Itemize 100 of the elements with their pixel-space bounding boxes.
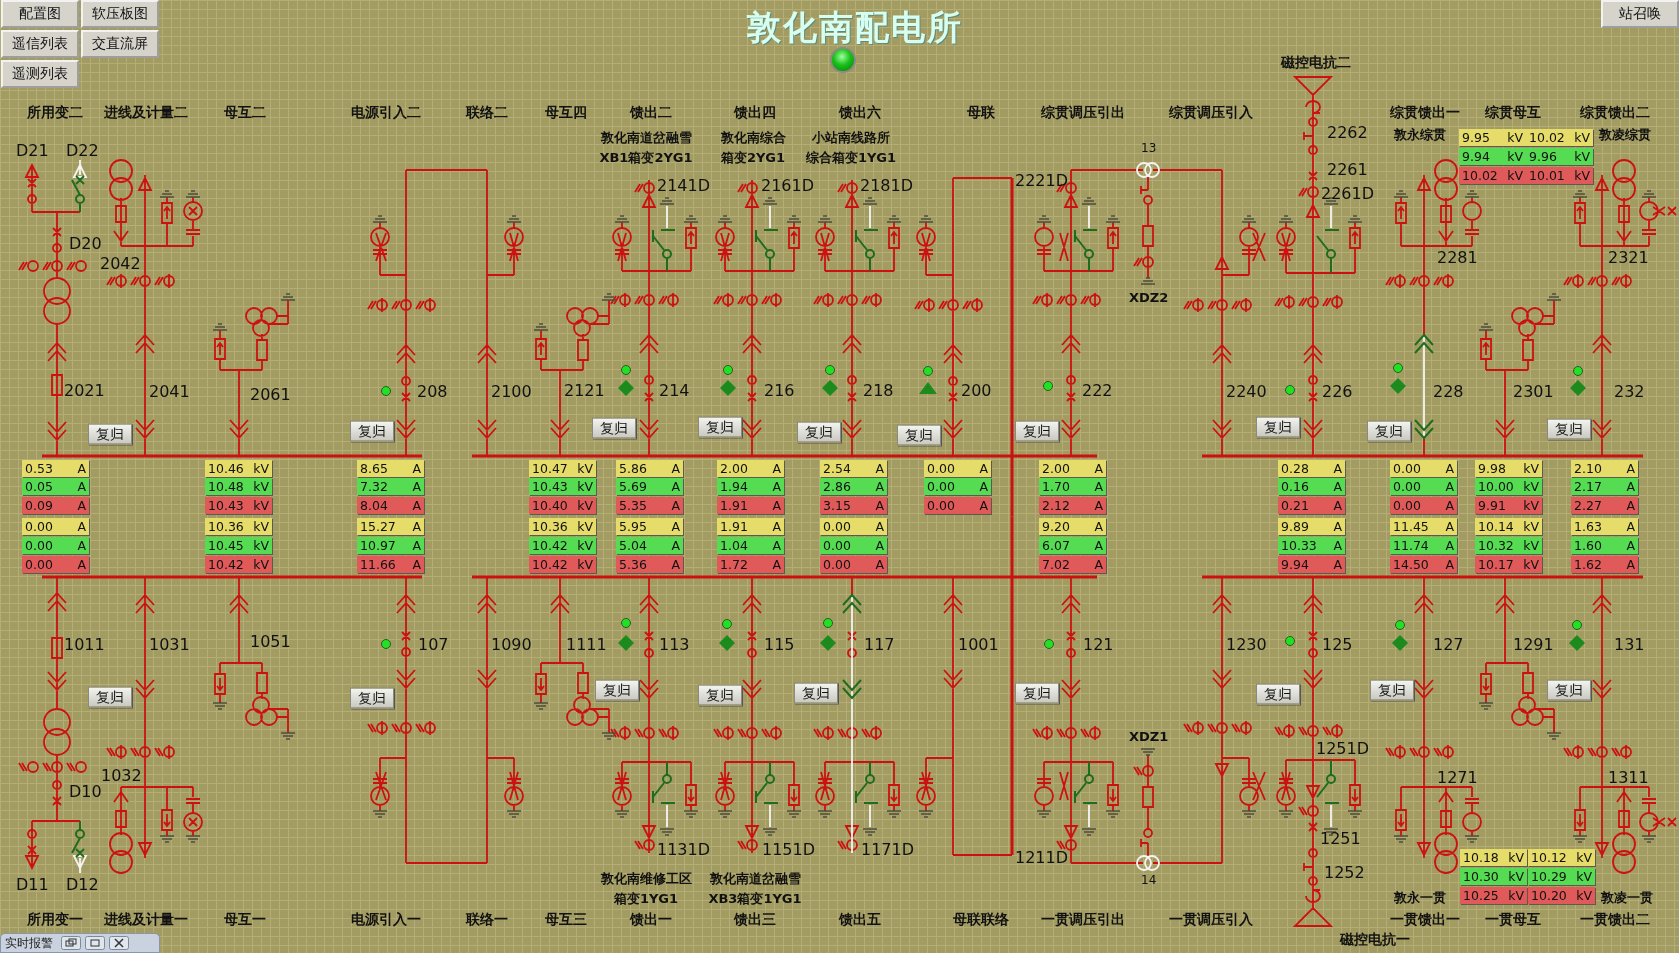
measurement-value: 0.28 A (1278, 460, 1345, 477)
device-number: 107 (418, 634, 449, 654)
feeder-name: 箱变1YG1 (613, 890, 679, 908)
device-number: 1211D (1015, 847, 1069, 867)
measurement-value: 8.04 A (357, 497, 424, 514)
device-number: 2041 (149, 381, 190, 401)
reset-button: 复归 (797, 421, 841, 443)
reset-button: 复归 (1256, 416, 1300, 438)
measurement-value: 10.30 kV (1460, 868, 1527, 885)
window-title: 实时报警 (5, 934, 53, 952)
feeder-name: 敦凌一贯 (1601, 889, 1653, 907)
bay-name: 母互二 (224, 104, 266, 122)
device-number: 1031 (149, 634, 190, 654)
feeder-name: 敦化南道岔融雪 (600, 129, 692, 147)
device-number: 1131D (657, 839, 711, 859)
measurement-value: 10.97 A (357, 537, 424, 554)
reset-button: 复归 (698, 684, 742, 706)
bay-name: 电源引入一 (351, 911, 421, 929)
measurement-value: 5.95 A (616, 518, 683, 535)
measurement-value: 10.42 kV (529, 556, 596, 573)
reset-button: 复归 (1370, 679, 1414, 701)
device-number: 222 (1082, 380, 1113, 400)
device-number: 131 (1614, 634, 1645, 654)
measurement-value: 1.04 A (717, 537, 784, 554)
measurement-value: 1.91 A (717, 518, 784, 535)
device-number: 1271 (1437, 767, 1478, 787)
measurement-value: 10.33 A (1278, 537, 1345, 554)
bay-name: 母联联络 (953, 911, 1009, 929)
measurement-value: 0.00 A (1390, 460, 1457, 477)
measurement-value: 0.00 A (924, 497, 991, 514)
feeder-name: 敦永综贯 (1394, 126, 1446, 144)
measurement-value: 10.40 kV (529, 497, 596, 514)
bay-name: 所用变一 (27, 911, 83, 929)
device-number: 216 (764, 380, 795, 400)
bay-name: 综贯调压引入 (1169, 104, 1253, 122)
measurement-value: 0.00 A (924, 460, 991, 477)
device-number: D12 (66, 874, 99, 894)
device-number: 228 (1433, 381, 1464, 401)
bay-name: 综贯调压引出 (1041, 104, 1125, 122)
reset-button: 复归 (1015, 420, 1059, 442)
measurement-value: 0.00 A (1390, 497, 1457, 514)
bay-name: 综贯馈出二 (1580, 104, 1650, 122)
bay-name: 母联 (967, 104, 995, 122)
feeder-name: 敦化南综合 (720, 129, 786, 147)
device-number: 2281 (1437, 247, 1478, 267)
device-number: 226 (1322, 381, 1353, 401)
measurement-value: 5.04 A (616, 537, 683, 554)
device-number: 121 (1083, 634, 1114, 654)
bay-name: 馈出二 (630, 104, 672, 122)
menu-button: 遥测列表 (1, 60, 79, 88)
measurement-value: 9.94 kV (1459, 148, 1526, 165)
device-number: D10 (69, 781, 102, 801)
measurement-value: 11.66 A (357, 556, 424, 573)
bay-name: 综贯馈出一 (1390, 104, 1460, 122)
measurement-value: 10.25 kV (1460, 887, 1527, 904)
measurement-value: 0.00 A (22, 556, 89, 573)
measurement-value: 0.05 A (22, 478, 89, 495)
device-number: 14 (1141, 873, 1157, 887)
reset-button: 复归 (88, 686, 132, 708)
measurement-value: 2.17 A (1571, 478, 1638, 495)
measurement-value: 10.46 kV (205, 460, 272, 477)
reset-button: 复归 (1015, 682, 1059, 704)
measurement-value: 9.20 A (1039, 518, 1106, 535)
menu-button: 软压板图 (81, 0, 159, 28)
bay-name: 母互一 (224, 911, 266, 929)
device-number: D11 (16, 874, 49, 894)
measurement-value: 6.07 A (1039, 537, 1106, 554)
device-number: 1230 (1226, 634, 1267, 654)
measurement-value: 2.00 A (717, 460, 784, 477)
measurement-value: 5.69 A (616, 478, 683, 495)
device-number: 232 (1614, 381, 1645, 401)
bay-name: 综贯母互 (1485, 104, 1541, 122)
bay-name: 一贯馈出二 (1580, 911, 1650, 929)
bay-name: 联络二 (466, 104, 508, 122)
page-title: 敦化南配电所 (747, 6, 963, 49)
measurement-value: 9.91 kV (1475, 497, 1542, 514)
menu-button: 遥信列表 (1, 30, 79, 58)
bay-name: 馈出四 (734, 104, 776, 122)
bay-name: 磁控电抗二 (1281, 54, 1351, 72)
device-number: 2042 (100, 253, 141, 273)
feeder-name: 小站南线路所 (812, 129, 890, 147)
measurement-value: 1.72 A (717, 556, 784, 573)
measurement-value: 10.02 kV (1459, 167, 1526, 184)
feeder-name: 敦凌综贯 (1599, 126, 1651, 144)
device-number: D21 (16, 140, 49, 160)
measurement-value: 10.17 kV (1475, 556, 1542, 573)
device-number: 115 (764, 634, 795, 654)
device-number: 1001 (958, 634, 999, 654)
bay-name: 馈出一 (630, 911, 672, 929)
measurement-value: 1.70 A (1039, 478, 1106, 495)
reset-button: 复归 (897, 424, 941, 446)
bay-name: 馈出三 (734, 911, 776, 929)
device-number: D20 (69, 233, 102, 253)
measurement-value: 2.27 A (1571, 497, 1638, 514)
measurement-value: 10.32 kV (1475, 537, 1542, 554)
measurement-value: 3.15 A (820, 497, 887, 514)
measurement-value: 0.00 A (1390, 478, 1457, 495)
measurement-value: 10.45 kV (205, 537, 272, 554)
bay-name: 母互三 (545, 911, 587, 929)
device-number: 208 (417, 381, 448, 401)
